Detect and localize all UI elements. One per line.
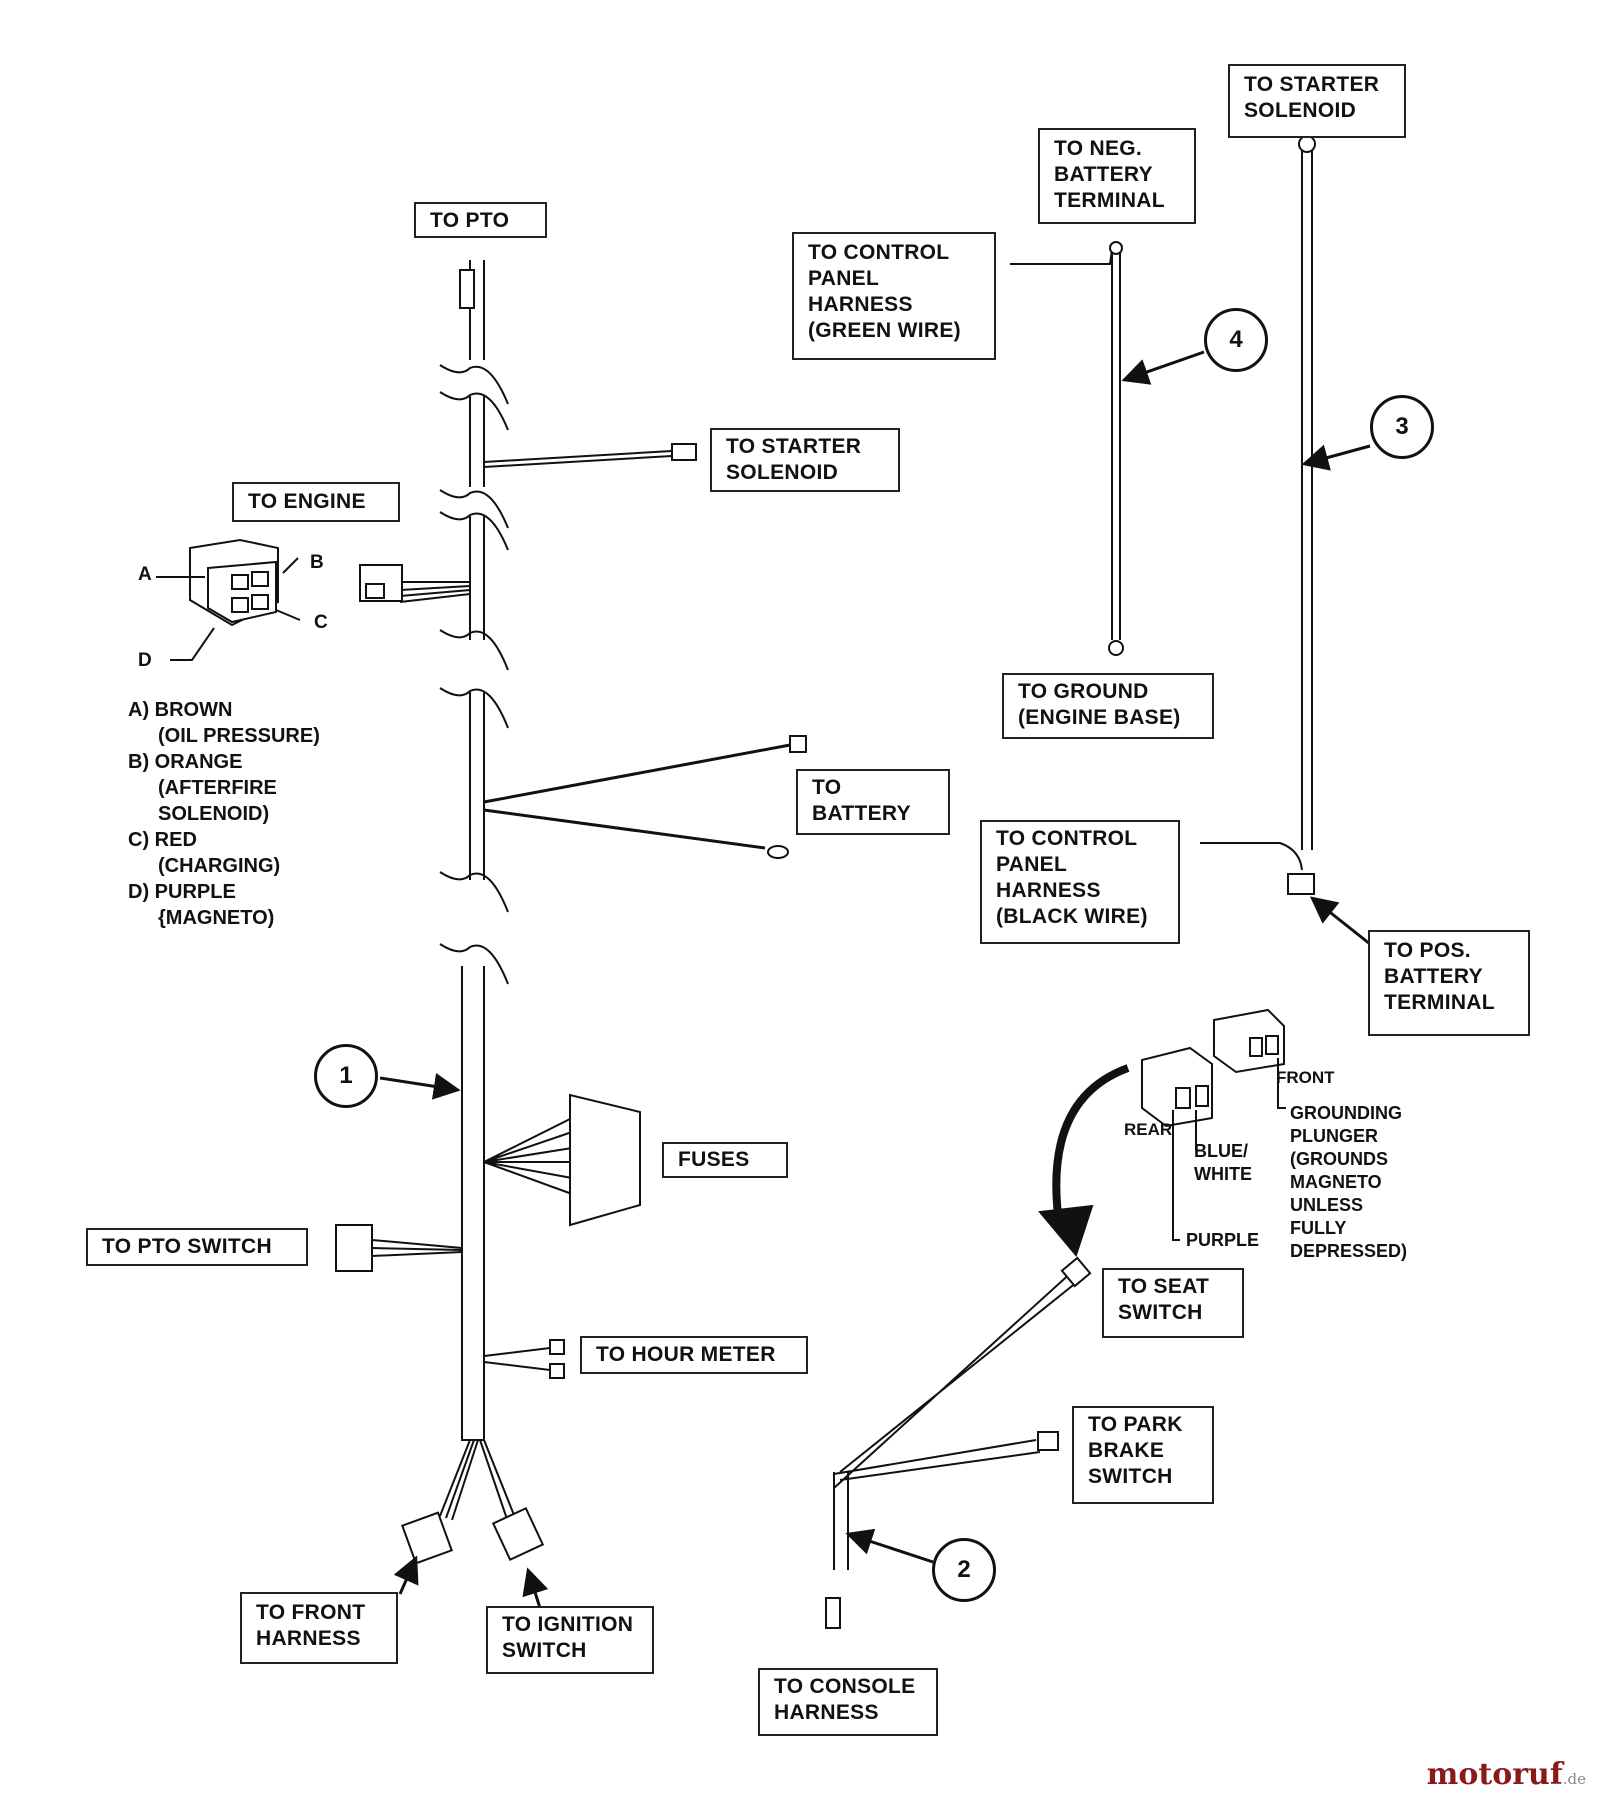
watermark-main: motoruf xyxy=(1426,1757,1563,1792)
legend-item-d: D) PURPLE xyxy=(128,881,236,903)
ignition-switch-leader xyxy=(522,1567,549,1609)
label-to-front-harness: TO FRONT HARNESS xyxy=(240,1592,398,1664)
note-front: FRONT xyxy=(1276,1068,1335,1087)
legend-item-a: A) BROWN xyxy=(128,699,233,721)
legend-item-c: C) RED xyxy=(128,829,197,851)
seat-switch-harness xyxy=(833,1269,1083,1489)
label-to-park-brake-switch: TO PARK BRAKE SWITCH xyxy=(1072,1406,1214,1504)
seat-switch-arrow xyxy=(1038,1204,1094,1258)
note-blue-white: BLUE/ WHITE xyxy=(1194,1141,1252,1184)
callout-4-leader xyxy=(1121,350,1205,385)
pto-switch-plug xyxy=(335,1224,373,1272)
positive-battery-cable xyxy=(1301,150,1313,850)
label-to-engine: TO ENGINE xyxy=(232,482,400,522)
callout-2-leader xyxy=(845,1528,934,1564)
legend-item-b: B) ORANGE xyxy=(128,751,243,773)
main-harness-trunk xyxy=(439,260,509,1441)
label-to-ground: TO GROUND (ENGINE BASE) xyxy=(1002,673,1214,739)
connector-letter-d: D xyxy=(138,650,152,671)
label-to-neg-battery-terminal: TO NEG. BATTERY TERMINAL xyxy=(1038,128,1196,224)
note-rear: REAR xyxy=(1124,1120,1173,1139)
label-to-battery: TO BATTERY xyxy=(796,769,950,835)
connector-letter-a: A xyxy=(138,564,152,585)
connector-letter-b: B xyxy=(310,552,324,573)
label-to-pto: TO PTO xyxy=(414,202,547,238)
callout-1-leader xyxy=(379,1072,461,1100)
ignition-switch-plug xyxy=(491,1506,545,1562)
label-to-starter-solenoid-mid: TO STARTER SOLENOID xyxy=(710,428,900,492)
note-purple: PURPLE xyxy=(1186,1230,1260,1250)
front-harness-leader xyxy=(393,1555,419,1595)
starter-solenoid-wire xyxy=(483,450,673,468)
callout-2: 2 xyxy=(932,1538,996,1602)
watermark: motoruf.de xyxy=(1427,1757,1586,1792)
callout-1: 1 xyxy=(314,1044,378,1108)
label-to-control-panel-black-wire: TO CONTROL PANEL HARNESS (BLACK WIRE) xyxy=(980,820,1180,944)
ground-cable xyxy=(1010,249,1121,640)
note-grounding-plunger: GROUNDING PLUNGER (GROUNDS MAGNETO UNLES… xyxy=(1290,1103,1408,1261)
callout-3-leader xyxy=(1301,444,1371,471)
connector-letter-c: C xyxy=(314,612,328,633)
fuse-block xyxy=(569,1093,641,1227)
label-to-hour-meter: TO HOUR METER xyxy=(580,1336,808,1374)
label-to-console-harness: TO CONSOLE HARNESS xyxy=(758,1668,938,1736)
label-to-seat-switch: TO SEAT SWITCH xyxy=(1102,1268,1244,1338)
front-harness-plug xyxy=(401,1511,453,1565)
engine-connector-detail xyxy=(156,538,301,661)
wire-color-legend: A) BROWN (OIL PRESSURE) B) ORANGE (AFTER… xyxy=(128,699,320,929)
label-fuses: FUSES xyxy=(662,1142,788,1178)
callout-4: 4 xyxy=(1204,308,1268,372)
label-to-ignition-switch: TO IGNITION SWITCH xyxy=(486,1606,654,1674)
positive-battery-terminal xyxy=(1287,873,1315,895)
watermark-suffix: .de xyxy=(1562,1770,1586,1788)
label-to-starter-solenoid-top: TO STARTER SOLENOID xyxy=(1228,64,1406,138)
callout-3: 3 xyxy=(1370,395,1434,459)
label-to-pto-switch: TO PTO SWITCH xyxy=(86,1228,308,1266)
label-to-control-panel-green-wire: TO CONTROL PANEL HARNESS (GREEN WIRE) xyxy=(792,232,996,360)
pos-terminal-leader xyxy=(1309,896,1371,946)
label-to-pos-battery-terminal: TO POS. BATTERY TERMINAL xyxy=(1368,930,1530,1036)
starter-solenoid-terminal xyxy=(671,443,697,461)
